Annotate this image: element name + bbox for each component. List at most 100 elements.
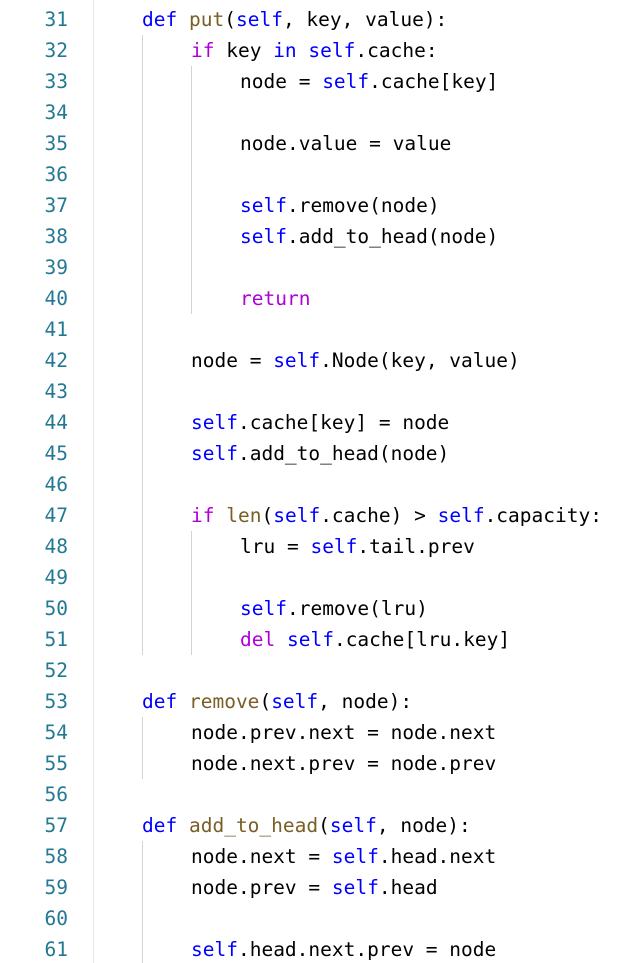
code-line[interactable]: 44 self.cache[key] = node (0, 407, 634, 438)
code-line[interactable]: 42 node = self.Node(key, value) (0, 345, 634, 376)
code-token: self (240, 225, 287, 248)
line-number: 42 (44, 349, 68, 372)
code-token: self (240, 597, 287, 620)
code-line[interactable]: 49 (0, 562, 634, 593)
line-code: return (240, 283, 310, 314)
line-number: 52 (44, 659, 68, 682)
code-line[interactable]: 45 self.add_to_head(node) (0, 438, 634, 469)
code-line[interactable]: 55 node.next.prev = node.prev (0, 748, 634, 779)
code-token (275, 628, 287, 651)
line-code: def remove(self, node): (142, 686, 412, 717)
line-number: 58 (44, 845, 68, 868)
code-token: .tail.prev (357, 535, 475, 558)
code-line[interactable]: 46 (0, 469, 634, 500)
code-token: self (273, 349, 321, 372)
code-token: self (322, 70, 370, 93)
line-number: 51 (44, 628, 68, 651)
line-code: def add_to_head(self, node): (142, 810, 471, 841)
code-token: ( (224, 8, 236, 31)
line-code: del self.cache[lru.key] (240, 624, 510, 655)
code-token: self (273, 504, 321, 527)
line-code: node.value = value (240, 128, 451, 159)
code-line[interactable]: 39 (0, 252, 634, 283)
code-token: .Node(key, value) (320, 349, 520, 372)
code-token: self (437, 504, 485, 527)
code-token: .capacity: (484, 504, 602, 527)
line-number: 57 (44, 814, 68, 837)
code-token: , key, value): (282, 8, 448, 31)
code-token: , node): (376, 814, 471, 837)
code-line[interactable]: 60 (0, 903, 634, 934)
code-token: .head (378, 876, 438, 899)
code-token (214, 504, 226, 527)
line-code: if len(self.cache) > self.capacity: (191, 500, 602, 531)
line-code: self.head.next.prev = node (191, 934, 496, 963)
code-token: .cache) > (320, 504, 438, 527)
line-code: node.next = self.head.next (191, 841, 496, 872)
code-line[interactable]: 41 (0, 314, 634, 345)
line-number: 47 (44, 504, 68, 527)
line-number: 44 (44, 411, 68, 434)
code-token: .cache: (355, 39, 438, 62)
code-line[interactable]: 47 if len(self.cache) > self.capacity: (0, 500, 634, 531)
code-token: ( (318, 814, 330, 837)
line-code: self.cache[key] = node (191, 407, 449, 438)
code-line[interactable]: 56 (0, 779, 634, 810)
code-line[interactable]: 36 (0, 159, 634, 190)
code-token: self (308, 39, 356, 62)
code-token: .cache[key] = node (237, 411, 450, 434)
gutter-divider (93, 0, 94, 963)
code-token: self (271, 690, 319, 713)
line-number: 48 (44, 535, 68, 558)
line-number: 31 (44, 8, 68, 31)
code-token: self (235, 8, 283, 31)
code-line[interactable]: 51 del self.cache[lru.key] (0, 624, 634, 655)
code-token: key (214, 39, 274, 62)
code-line[interactable]: 58 node.next = self.head.next (0, 841, 634, 872)
code-token: self (331, 876, 379, 899)
line-number: 45 (44, 442, 68, 465)
code-token: return (240, 287, 311, 310)
code-token: node.next.prev = node.prev (191, 752, 497, 775)
code-line[interactable]: 34 (0, 97, 634, 128)
code-line[interactable]: 52 (0, 655, 634, 686)
line-code: node.next.prev = node.prev (191, 748, 496, 779)
code-token (177, 814, 189, 837)
code-token: if (191, 39, 215, 62)
line-code: def put(self, key, value): (142, 4, 447, 35)
line-code: self.add_to_head(node) (191, 438, 449, 469)
code-line[interactable]: 57 def add_to_head(self, node): (0, 810, 634, 841)
code-token: remove (188, 690, 260, 713)
code-line[interactable]: 31 def put(self, key, value): (0, 4, 634, 35)
code-token: node = (191, 349, 274, 372)
line-number: 43 (44, 380, 68, 403)
line-code: lru = self.tail.prev (240, 531, 475, 562)
line-number: 55 (44, 752, 68, 775)
indent-guide (142, 35, 143, 655)
code-token: self (191, 411, 238, 434)
code-line[interactable]: 43 (0, 376, 634, 407)
code-token: , node): (318, 690, 413, 713)
line-code: node.prev = self.head (191, 872, 438, 903)
code-token: .cache[lru.key] (333, 628, 511, 651)
line-number: 60 (44, 907, 68, 930)
code-token: .cache[key] (369, 70, 499, 93)
line-code: self.remove(node) (240, 190, 440, 221)
code-token (297, 39, 309, 62)
code-token: put (188, 8, 225, 31)
code-token: lru = (240, 535, 311, 558)
code-line[interactable]: 48 lru = self.tail.prev (0, 531, 634, 562)
indent-guide (191, 66, 192, 314)
